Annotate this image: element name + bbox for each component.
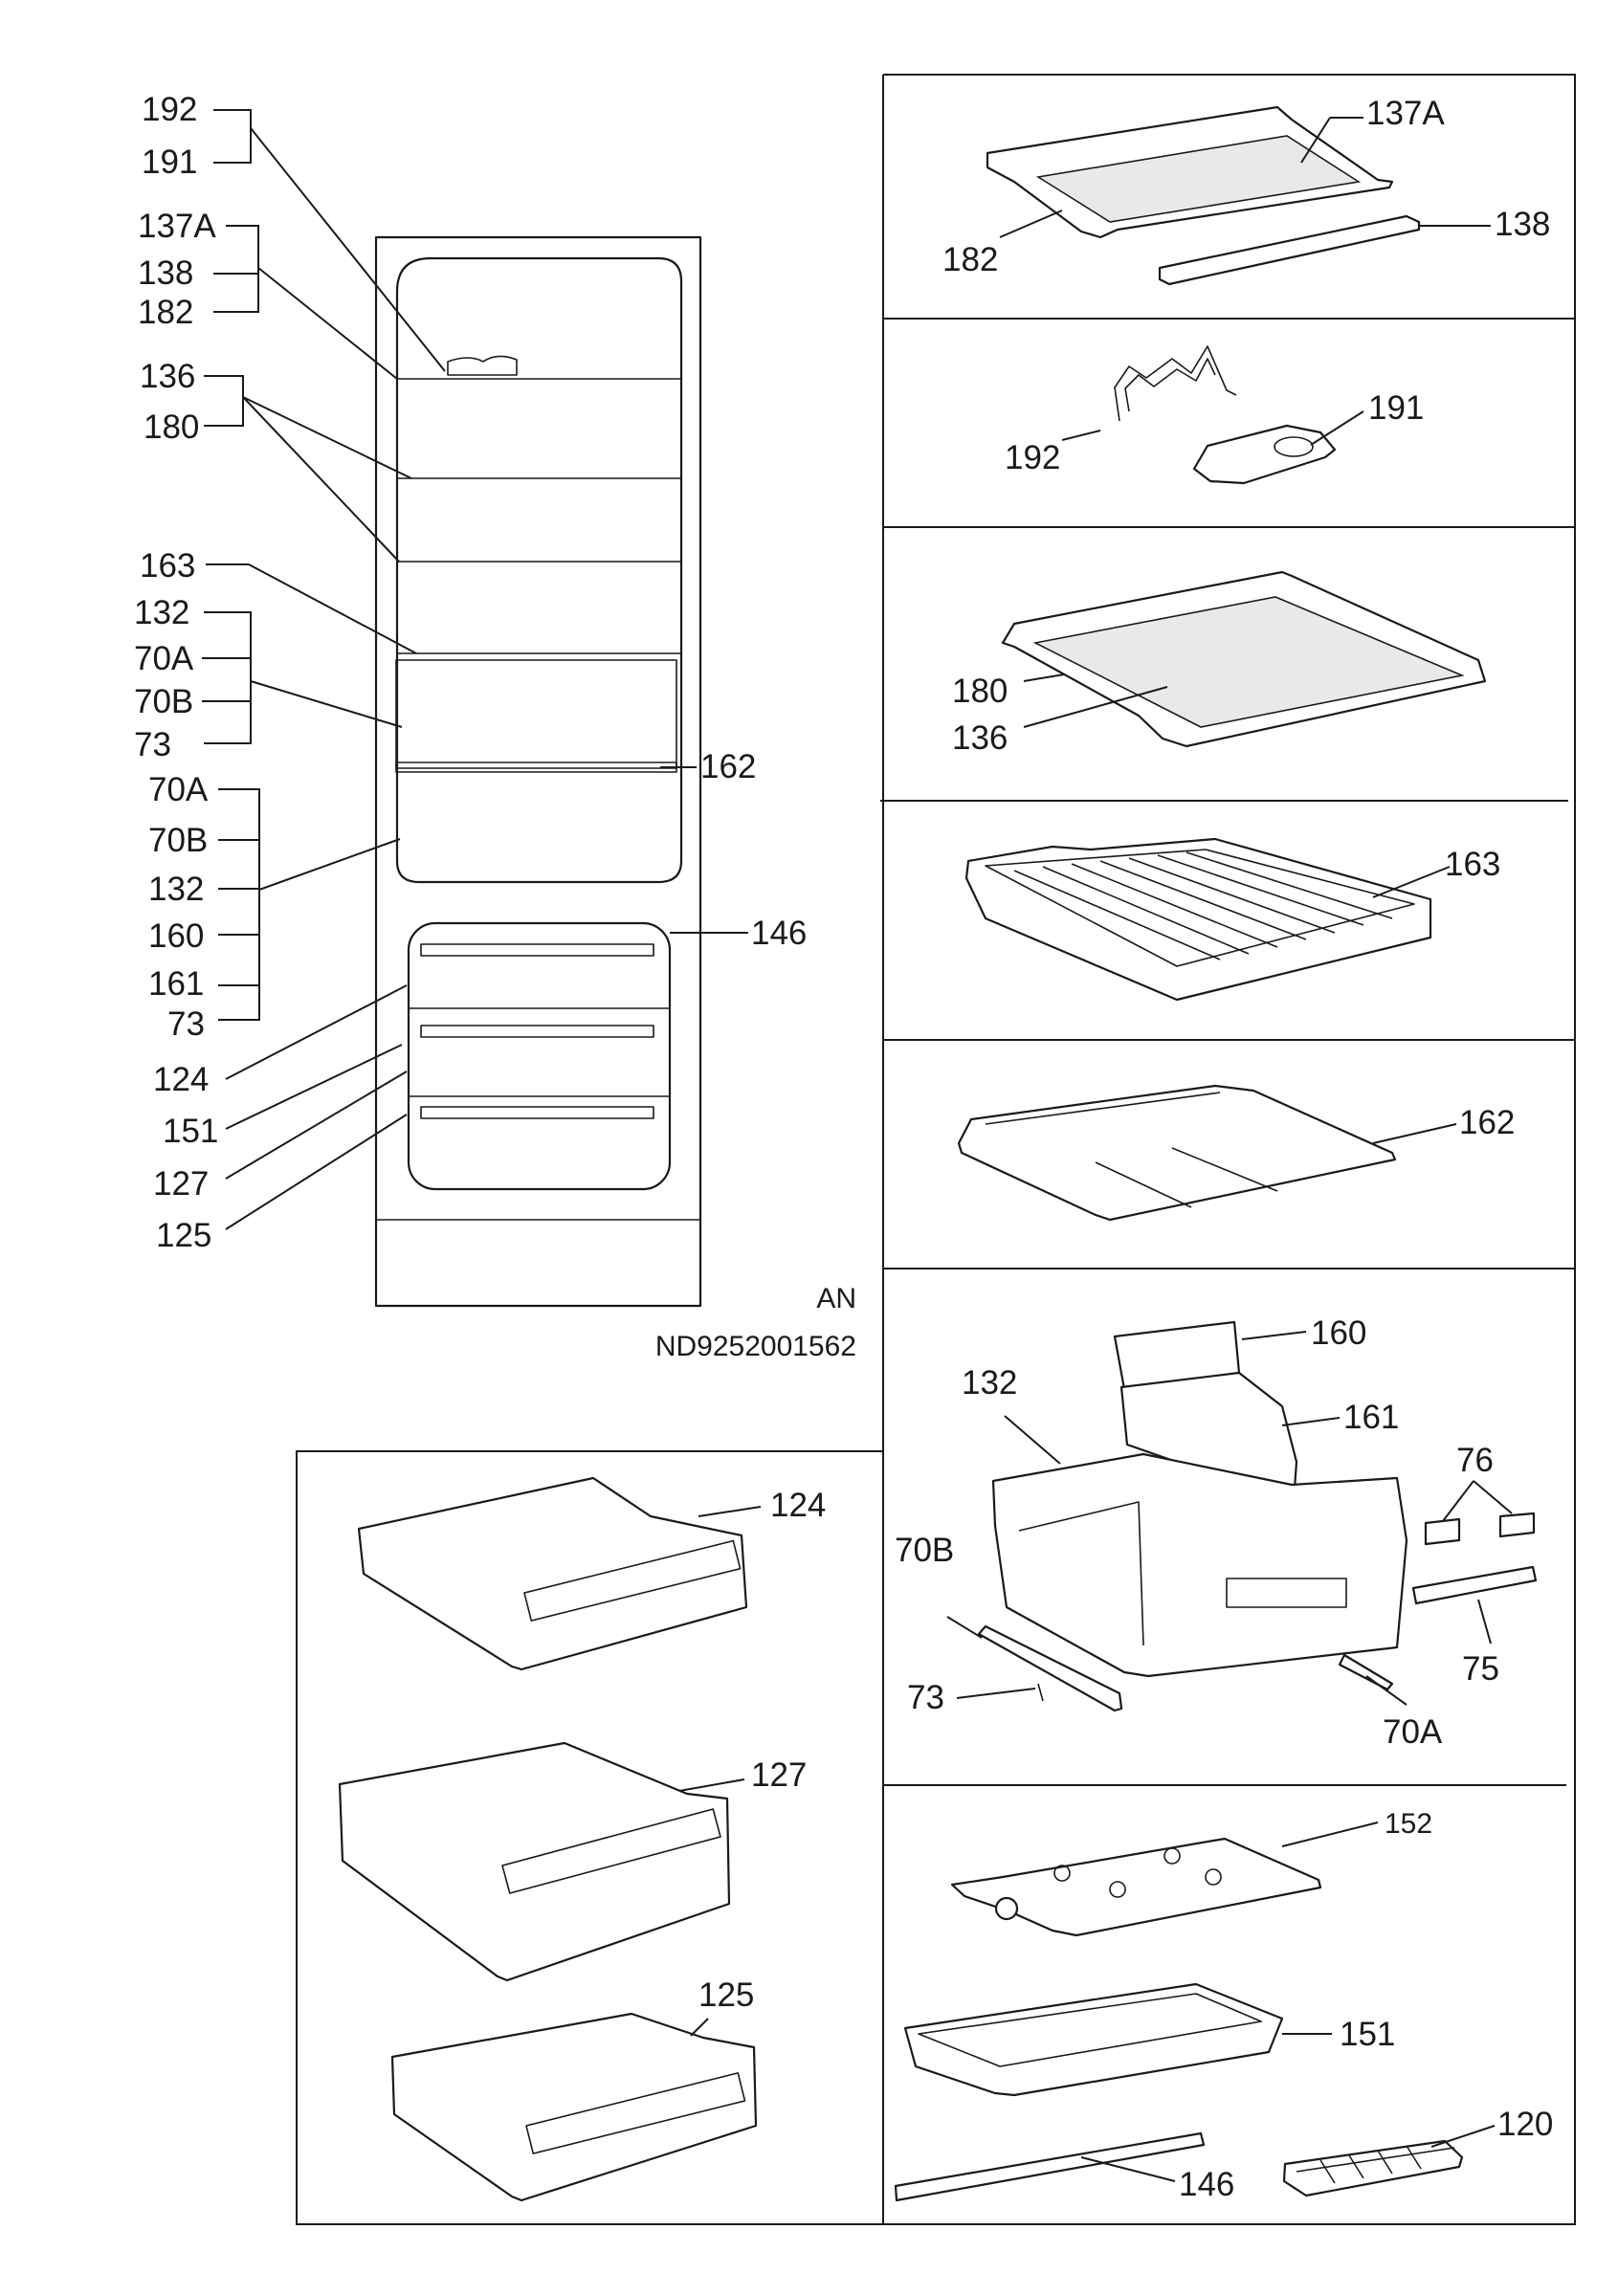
label-124: 124 (153, 1061, 209, 1098)
panel-frames (296, 74, 1576, 2225)
panel-3-labels: 180 136 (952, 673, 1008, 757)
label-70b-detail: 70B (895, 1532, 954, 1569)
label-138: 138 (138, 254, 193, 292)
label-146-detail: 146 (1179, 2166, 1234, 2203)
wire-and-holder-parts (1061, 345, 1364, 485)
label-125: 125 (156, 1217, 211, 1254)
label-137a-detail: 137A (1366, 95, 1445, 132)
label-73-detail: 73 (907, 1679, 944, 1716)
panel-8-labels: 124 127 125 (698, 1487, 826, 2014)
document-code: AN ND9252001562 (655, 1283, 856, 1362)
label-132-detail: 132 (962, 1364, 1017, 1402)
label-161-detail: 161 (1343, 1399, 1399, 1436)
label-191: 191 (142, 144, 197, 181)
label-191-detail: 191 (1368, 389, 1424, 427)
label-136-detail: 136 (952, 719, 1008, 757)
doc-code-line2: ND9252001562 (655, 1331, 856, 1362)
panel-5-labels: 162 (1459, 1104, 1515, 1141)
label-146: 146 (751, 915, 807, 952)
drawer-parts (338, 1476, 762, 2202)
label-192-detail: 192 (1005, 439, 1060, 476)
panel-1-labels: 137A 182 138 (942, 95, 1550, 278)
label-70a-detail: 70A (1383, 1713, 1443, 1751)
panel-4-labels: 163 (1445, 846, 1500, 883)
shelf-ribs (1013, 851, 1393, 960)
ribbed-shelf-part (964, 837, 1451, 1002)
panel-6-labels: 160 132 161 76 70B 75 73 70A (895, 1314, 1499, 1751)
label-127-detail: 127 (751, 1756, 807, 1794)
label-180-detail: 180 (952, 673, 1008, 710)
doc-code-line1: AN (816, 1283, 856, 1314)
label-120-detail: 120 (1497, 2106, 1553, 2143)
panel-2-labels: 192 191 (1005, 389, 1424, 476)
label-160: 160 (148, 917, 204, 955)
label-132-upper: 132 (134, 594, 189, 631)
label-70b-lower: 70B (148, 822, 208, 859)
label-70a-upper: 70A (134, 640, 194, 677)
label-151: 151 (163, 1113, 218, 1150)
panel-7-labels: 152 151 120 146 (1179, 1808, 1553, 2203)
label-182-detail: 182 (942, 241, 998, 278)
label-162: 162 (700, 748, 756, 785)
crisper-cover-part (957, 1084, 1457, 1222)
glass-shelf-parts (1001, 570, 1487, 748)
ice-tray-cells (1296, 2145, 1455, 2184)
label-73-upper: 73 (134, 726, 171, 763)
label-138-detail: 138 (1495, 206, 1550, 243)
label-136: 136 (140, 358, 195, 395)
label-70a-lower: 70A (148, 771, 209, 808)
shelf-frame-parts (986, 105, 1491, 286)
label-192: 192 (142, 91, 197, 128)
label-73-lower: 73 (167, 1005, 205, 1043)
label-163: 163 (140, 547, 195, 585)
label-152-detail: 152 (1385, 1808, 1432, 1840)
label-180: 180 (144, 408, 199, 446)
label-161: 161 (148, 965, 204, 1003)
label-70b-upper: 70B (134, 683, 193, 720)
label-163-detail: 163 (1445, 846, 1500, 883)
label-76-detail: 76 (1456, 1442, 1494, 1479)
label-137a: 137A (138, 208, 216, 245)
label-151-detail: 151 (1340, 2016, 1395, 2053)
crisper-assembly-parts (946, 1320, 1538, 1712)
label-162-detail: 162 (1459, 1104, 1515, 1141)
label-132-lower: 132 (148, 871, 204, 908)
label-127: 127 (153, 1165, 209, 1203)
fridge-overview (374, 235, 702, 1308)
freezer-accessory-parts (894, 1821, 1496, 2202)
overview-label-group: 192 191 137A 138 182 136 180 163 132 70A… (134, 91, 807, 1254)
label-75-detail: 75 (1462, 1650, 1499, 1688)
label-124-detail: 124 (770, 1487, 826, 1524)
overview-leaders (202, 109, 748, 1230)
label-182: 182 (138, 294, 193, 331)
label-160-detail: 160 (1311, 1314, 1366, 1352)
label-125-detail: 125 (698, 1976, 754, 2014)
